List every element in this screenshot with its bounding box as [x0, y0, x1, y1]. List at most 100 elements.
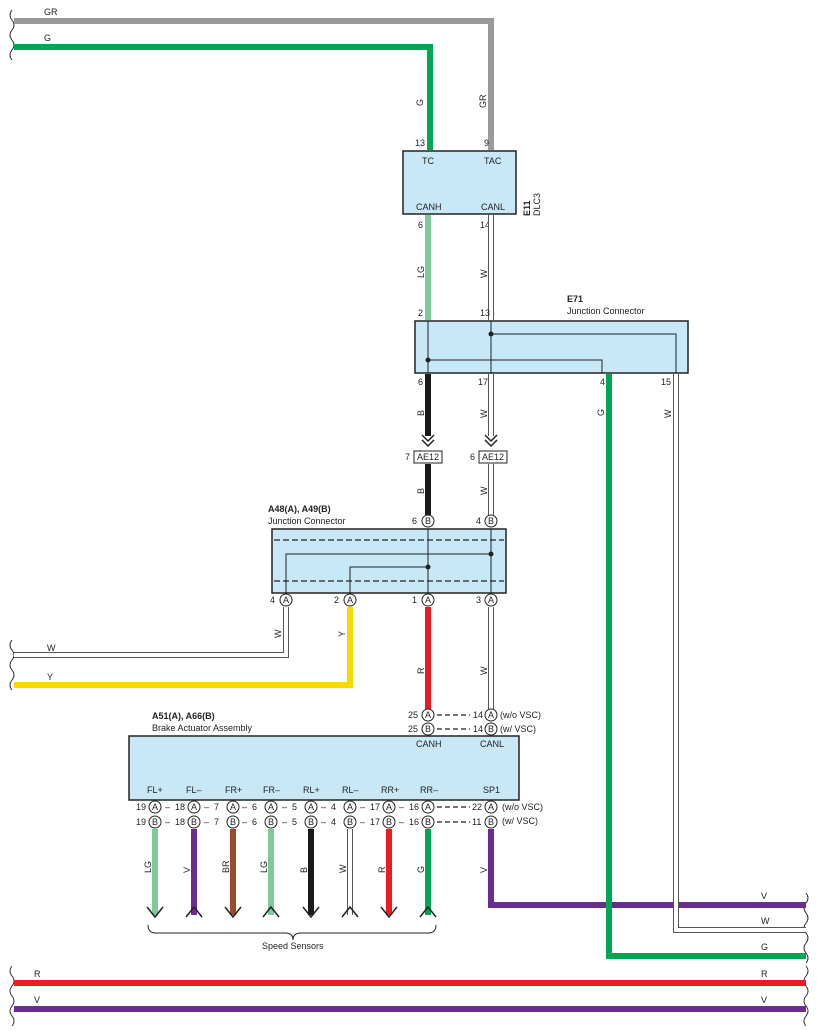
a51-pin-marker-text-a-8: A — [425, 802, 431, 812]
label-w-can: W — [479, 666, 489, 675]
a51-pin-marker-a-9 — [484, 800, 498, 814]
e71-pin-13: 13 — [480, 308, 490, 318]
wire-g-right — [606, 374, 806, 959]
a51-can-marker-a1: A — [425, 710, 431, 720]
speed-sensors-brace — [147, 924, 437, 941]
a48-top-marker-b1: B — [425, 516, 431, 526]
a51-pin-dash-b-4: – — [242, 817, 247, 827]
a51-pin-marker-text-b-1: B — [152, 817, 158, 827]
label-w-right: W — [761, 916, 770, 926]
a51-pin-number-b-6: 4 — [331, 817, 336, 827]
a51-pin-dash-b-5: – — [282, 817, 287, 827]
sensor-arrow-4 — [262, 905, 280, 918]
a51-can-dashes — [437, 714, 470, 730]
a48-internal-wiring — [285, 529, 492, 593]
sensor-arrow-3 — [224, 906, 242, 919]
sensor-arrow-1 — [146, 906, 164, 919]
a51-pin-dash-a-8: – — [399, 802, 404, 812]
a51-pin-label-6: RL– — [342, 785, 359, 795]
a51-bottom-labels: FL+FL–FR+FR–RL+RL–RR+RR–SP1 — [147, 785, 500, 795]
a51-pin-marker-b-7 — [382, 815, 396, 829]
sensor-wire-label-sp1: V — [479, 867, 489, 873]
ae12-box-right — [478, 450, 508, 464]
a51-id: A51(A), A66(B) — [152, 711, 215, 721]
a51-pin-label-9: SP1 — [483, 785, 500, 795]
wire-w-left — [14, 607, 289, 658]
a51-pin-marker-text-a-7: A — [386, 802, 392, 812]
sensor-arrow-6 — [341, 905, 359, 918]
a51-canh-pin-a: 25 — [408, 710, 418, 720]
label-w-left-h: W — [47, 643, 56, 653]
e71-name: Junction Connector — [567, 306, 645, 316]
dlc3-id: E11 — [522, 200, 532, 216]
dlc3-pin-canl-num: 14 — [480, 220, 490, 230]
label-y-left-v: Y — [337, 631, 347, 637]
a48-bot-marker-a1: A — [283, 595, 289, 605]
a51-pin-number-a-7: 17 — [370, 802, 380, 812]
a51-pin-marker-a-1 — [148, 800, 162, 814]
label-v-right: V — [761, 891, 767, 901]
a51-pin-dash-b-2: – — [165, 817, 170, 827]
a51-pin-dash-a-6: – — [321, 802, 326, 812]
a51-pin-number-a-2: 18 — [175, 802, 185, 812]
a51-pin-dash-a-3: – — [204, 802, 209, 812]
label-gr-vertical: GR — [478, 94, 488, 108]
a51-pin-number-b-5: 5 — [292, 817, 297, 827]
a51-pin-number-b-4: 6 — [252, 817, 257, 827]
a51-pin-marker-a-7 — [382, 800, 396, 814]
a48-bot-marker-a4: A — [488, 595, 494, 605]
wire-breaks-left — [9, 9, 15, 1027]
sensor-wire-label-4: LG — [259, 861, 269, 873]
a51-pin-marker-b-3 — [226, 815, 240, 829]
ae12-label-right: AE12 — [482, 452, 504, 462]
a48-top-marker-b2: B — [488, 516, 494, 526]
a48-id: A48(A), A49(B) — [268, 504, 331, 514]
a51-pin-marker-text-a-5: A — [308, 802, 314, 812]
a51-pin-dash-b-8: – — [399, 817, 404, 827]
a51-pin-marker-text-b-8: B — [425, 817, 431, 827]
wire-g-top — [14, 44, 433, 150]
e71-pin-17: 17 — [478, 377, 488, 387]
a51-canh-label: CANH — [416, 739, 442, 749]
a51-pin-dash-b-6: – — [321, 817, 326, 827]
a51-pin-label-4: FR– — [263, 785, 280, 795]
label-lg-1: LG — [416, 266, 426, 278]
sensor-wire-label-8: G — [416, 866, 426, 873]
sensor-wire-label-1: LG — [143, 861, 153, 873]
a48-splice-1 — [488, 551, 494, 557]
wire-w-right — [673, 374, 806, 933]
a51-canl-label: CANL — [480, 739, 504, 749]
a51-canl-pin-b: 14 — [473, 724, 483, 734]
a51-pin-marker-b-8 — [421, 815, 435, 829]
label-g-right: G — [761, 942, 768, 952]
a48-bottom-markers — [279, 593, 498, 607]
e71-id: E71 — [567, 294, 583, 304]
sensor-arrow-5 — [302, 906, 320, 919]
dlc3-pin-canh-num: 6 — [418, 220, 423, 230]
label-r-bottom-right: R — [761, 969, 768, 979]
a51-pin-number-b-3: 7 — [214, 817, 219, 827]
a51-pin-number-a-8: 16 — [409, 802, 419, 812]
a48-bot-marker-a2: A — [347, 595, 353, 605]
a51-pin-marker-a-5 — [304, 800, 318, 814]
a51-pin-marker-text-a-9: A — [488, 802, 494, 812]
dlc3-pin-tac-num: 9 — [484, 138, 489, 148]
a51-pin-marker-text-b-6: B — [347, 817, 353, 827]
dlc3-pin-canh: CANH — [416, 202, 442, 212]
a51-can-markers — [421, 708, 498, 736]
a51-pin-number-a-4: 6 — [252, 802, 257, 812]
e71-splice-2 — [488, 331, 494, 337]
a51-pin-marker-b-9 — [484, 815, 498, 829]
a51-pin-marker-text-a-2: A — [191, 802, 197, 812]
a51-pin-marker-b-2 — [187, 815, 201, 829]
a51-pin-label-2: FL– — [186, 785, 202, 795]
a51-pin-marker-b-1 — [148, 815, 162, 829]
sensor-arrow-8 — [419, 905, 437, 918]
e71-pin-6: 6 — [418, 377, 423, 387]
label-g-vertical: G — [415, 99, 425, 106]
a51-pin-marker-text-b-4: B — [268, 817, 274, 827]
e71-splice-1 — [425, 357, 431, 363]
e71-pin-2: 2 — [418, 308, 423, 318]
a51-pin-dash-a-5: – — [282, 802, 287, 812]
